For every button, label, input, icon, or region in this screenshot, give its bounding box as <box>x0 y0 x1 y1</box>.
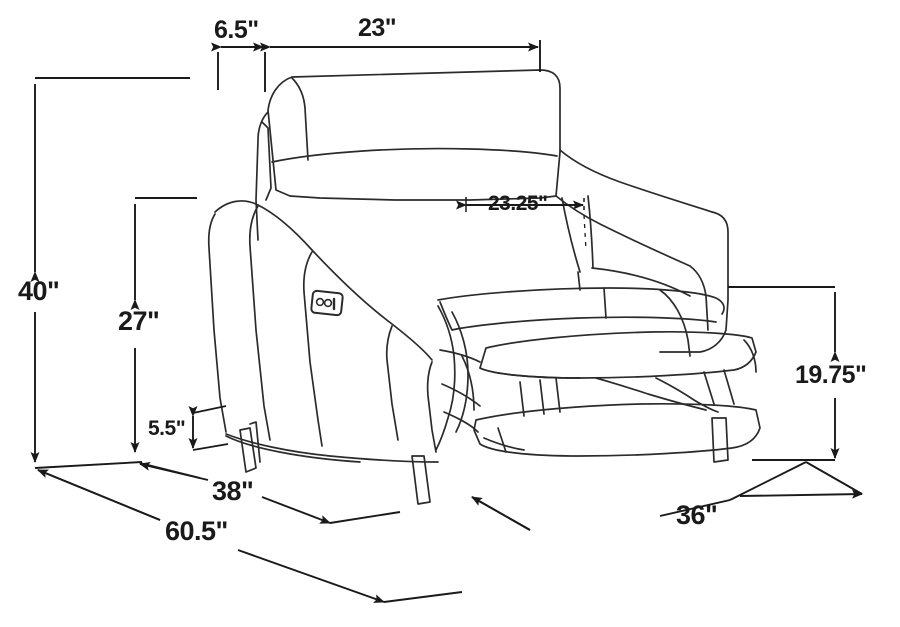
mechanism-foot-link <box>483 437 525 451</box>
left-arm-top-curve <box>214 200 433 361</box>
footrest-top-platform <box>479 330 757 379</box>
power-icon-circle-2 <box>323 298 333 308</box>
dim-36-up-seg <box>729 461 807 501</box>
power-button-icon-group <box>310 289 344 317</box>
backrest-seam <box>271 147 558 163</box>
dim-label-seat-width: 23.25" <box>488 192 548 215</box>
dim-36-left-arrow <box>471 496 531 531</box>
mechanism-arc-left2 <box>451 311 469 433</box>
backrest-crease-left <box>291 77 309 161</box>
dimension-lines <box>30 40 863 603</box>
mechanism-bar-v <box>461 355 475 411</box>
backrest-right-wing-top <box>559 149 713 213</box>
right-cushion-fold <box>587 195 594 269</box>
ext-38-ref <box>34 461 143 469</box>
dim-label-extended-depth: 60.5" <box>165 516 228 546</box>
left-arm-panel-seam <box>302 251 323 447</box>
mechanism-bar-1 <box>519 381 525 417</box>
left-arm-front-edge <box>426 361 437 453</box>
dim-605-right-seg <box>383 591 463 603</box>
mechanism-diag-2 <box>655 377 719 413</box>
dim-label-back-height: 27" <box>118 306 160 336</box>
right-edge-detail <box>743 339 757 373</box>
mechanism-link-c <box>443 411 479 433</box>
dim-label-leg-height: 5.5" <box>148 417 186 440</box>
footrest-top-front-edge <box>479 367 581 379</box>
backrest-left-fold <box>261 121 272 201</box>
dim-label-back-width: 23" <box>358 14 397 42</box>
leg-front-left <box>239 427 257 473</box>
dim-605-left-arrow <box>37 469 161 521</box>
left-arm-inner-fold <box>248 205 271 441</box>
right-arm-seam <box>659 289 691 357</box>
dim-label-closed-depth: 36" <box>676 500 718 530</box>
leg-front-center <box>411 455 431 505</box>
ext-line-55-bottom <box>192 443 229 451</box>
seat-cushion-split <box>603 287 607 319</box>
mechanism-arc-left <box>435 305 456 451</box>
ext-line-55-top <box>192 405 227 414</box>
mechanism-post-l1 <box>497 427 507 453</box>
leg-footrest-right <box>711 417 729 463</box>
chair-illustration <box>207 69 761 505</box>
backrest-outer <box>267 69 561 201</box>
dim-36-corner <box>805 461 863 495</box>
seat-cushion-front <box>439 301 717 331</box>
dim-38-right-arrow <box>261 496 331 524</box>
power-icon-circle <box>315 297 325 307</box>
mechanism-link-a <box>439 349 481 363</box>
dim-label-arm-width: 6.5" <box>214 16 259 44</box>
power-panel-bezel <box>310 289 344 317</box>
backrest-right-wing-bottom <box>555 195 691 267</box>
mechanism-bar-2 <box>539 379 545 415</box>
base-shadow-left <box>225 435 361 463</box>
left-arm-outer-left-edge <box>207 213 227 433</box>
mechanism-link-b <box>441 383 481 407</box>
dash-2325-down <box>583 214 587 251</box>
backrest-left-panel <box>255 111 269 241</box>
dim-label-overall-height: 40" <box>18 276 60 306</box>
dim-label-overall-width: 38" <box>212 476 254 506</box>
dim-605-right-arrow <box>237 549 385 603</box>
left-arm-panel-seam2 <box>385 325 399 441</box>
right-cushion-fold2 <box>561 197 581 273</box>
footrest-lower-bar <box>473 402 761 457</box>
right-arm-top-face <box>591 267 691 297</box>
mechanism-diag-1 <box>595 377 707 411</box>
dim-38-left-arrow <box>139 461 209 481</box>
mechanism-bar-3 <box>555 377 561 413</box>
seat-cushion-top <box>437 287 725 315</box>
seat-back-notch <box>577 271 581 291</box>
mechanism-post-r1 <box>703 371 715 405</box>
leg-back-left-edge <box>249 421 261 463</box>
right-arm-outer <box>659 211 729 353</box>
dim-38-right-seg <box>329 511 401 524</box>
dim-label-recline-height: 19.75" <box>795 361 867 389</box>
mechanism-post-r2 <box>723 369 735 405</box>
dim-36-mid-seg <box>659 499 731 517</box>
dim-36-right-arrow <box>739 489 863 499</box>
